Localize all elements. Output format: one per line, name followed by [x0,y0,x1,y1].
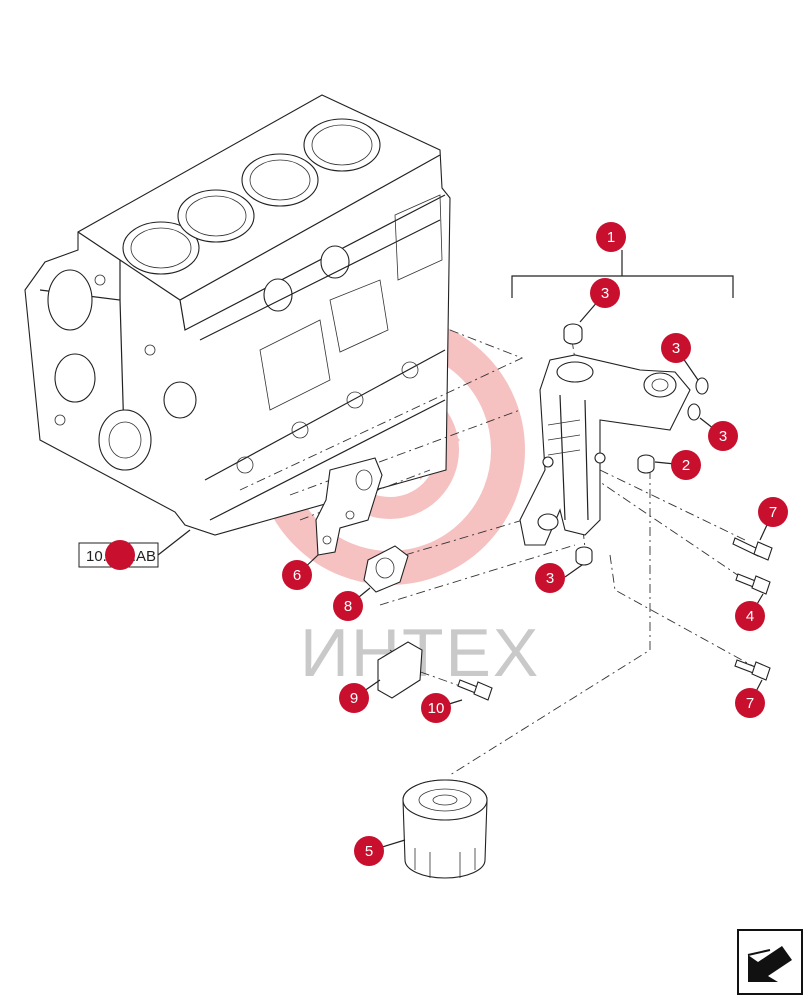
callout-number: 7 [769,504,777,521]
assembly-bracket [511,250,734,298]
oil-filter-head [519,354,691,546]
callout-c3c[interactable]: 3 [708,421,738,451]
callout-layer: 1 3 3 3 2 3 7 4 7 6 8 9 10 5 [105,222,788,866]
bolt-middle-right [735,573,771,595]
bolt-upper-right [732,537,773,561]
bolt-lower-right [734,659,771,681]
callout-c4[interactable]: 4 [735,601,765,631]
callout-number: 1 [607,229,615,246]
callout-marker [339,683,369,713]
plug-right-lower [687,403,701,421]
callout-number: 10 [428,700,445,717]
callout-number: 4 [746,608,754,625]
callout-marker [590,278,620,308]
callout-number: 3 [601,285,609,302]
callout-marker [735,601,765,631]
callout-c3b[interactable]: 3 [661,333,691,363]
callout-number: 3 [546,570,554,587]
callout-number: 3 [719,428,727,445]
callout-c3d[interactable]: 3 [535,563,565,593]
callout-number: 6 [293,567,301,584]
callout-number: 2 [682,457,690,474]
callout-c9[interactable]: 9 [339,683,369,713]
callout-marker [671,450,701,480]
callout-c10[interactable]: 10 [421,693,451,723]
callout-marker [708,421,738,451]
callout-number: 8 [344,598,352,615]
bolt-cover [457,679,493,701]
callout-number: 3 [672,340,680,357]
plug-bottom [575,546,593,566]
gasket-small [363,545,409,593]
plug-right-upper [695,377,709,395]
callout-c6[interactable]: 6 [282,560,312,590]
callout-number: 7 [746,695,754,712]
cover-plate [377,641,423,699]
callout-c5[interactable]: 5 [354,836,384,866]
callout-marker [354,836,384,866]
callout-marker [661,333,691,363]
ref-leader [157,529,191,556]
callout-marker [735,688,765,718]
callout-c8[interactable]: 8 [333,591,363,621]
callout-marker [333,591,363,621]
callout-c2[interactable]: 2 [671,450,701,480]
callout-c3a[interactable]: 3 [590,278,620,308]
callout-c1[interactable]: 1 [596,222,626,252]
valve [637,454,655,474]
callout-marker [421,693,451,723]
callout-c7a[interactable]: 7 [758,497,788,527]
previous-page-arrow-icon[interactable] [737,929,803,995]
callout-number: 9 [350,690,358,707]
callout-marker [535,563,565,593]
callout-marker [105,540,135,570]
oil-filter [402,779,488,879]
callout-c7b[interactable]: 7 [735,688,765,718]
callout-marker [596,222,626,252]
callout-marker [758,497,788,527]
callout-marker [282,560,312,590]
callout-cref[interactable] [105,540,135,570]
gasket-large [315,457,383,556]
engine-block [24,94,451,536]
plug-top [563,323,583,345]
callout-number: 5 [365,843,373,860]
